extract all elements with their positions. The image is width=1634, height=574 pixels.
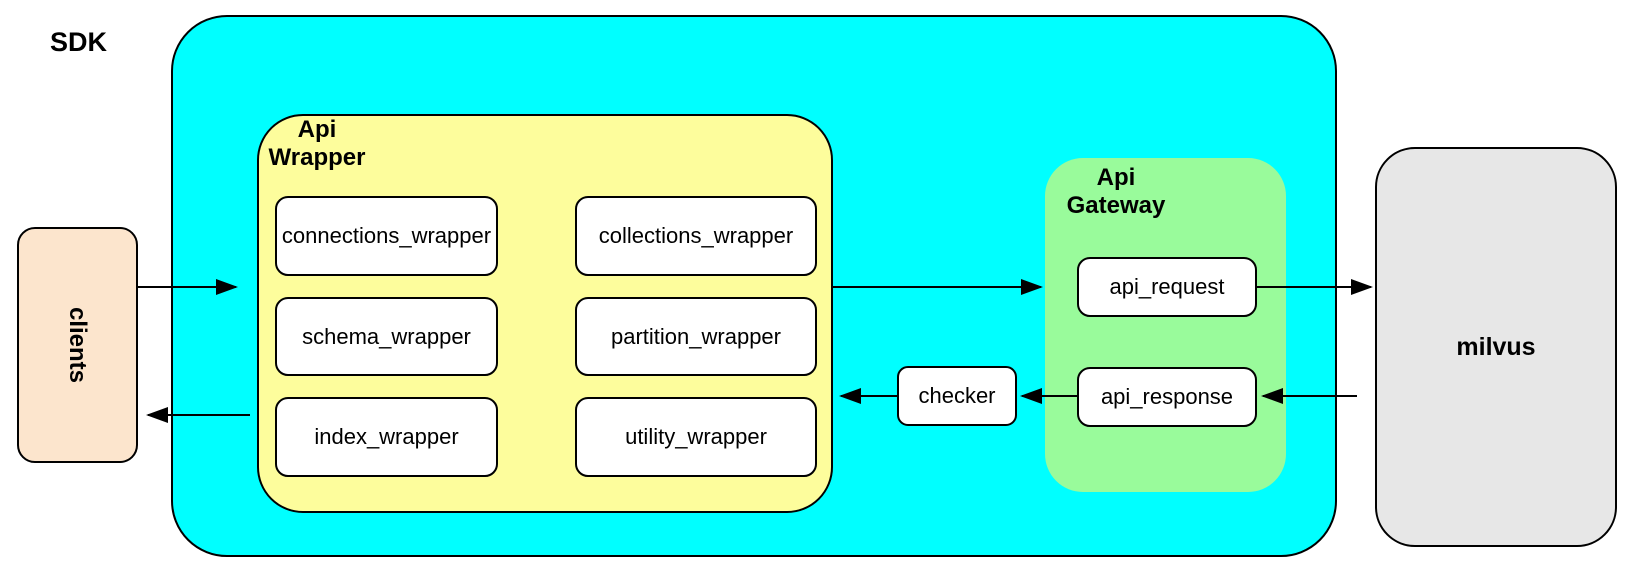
module-api-request: api_request [1077, 257, 1257, 317]
module-partition-wrapper: partition_wrapper [575, 297, 817, 376]
module-schema-wrapper: schema_wrapper [275, 297, 498, 376]
module-connections-wrapper: connections_wrapper [275, 196, 498, 276]
api-wrapper-label: Api Wrapper [268, 116, 366, 172]
module-collections-wrapper: collections_wrapper [575, 196, 817, 276]
milvus-label: milvus [1456, 332, 1536, 361]
module-checker: checker [897, 366, 1017, 426]
clients-label: clients [64, 306, 92, 384]
sdk-label: SDK [50, 27, 108, 57]
module-api-response: api_response [1077, 367, 1257, 427]
module-utility-wrapper: utility_wrapper [575, 397, 817, 477]
module-index-wrapper: index_wrapper [275, 397, 498, 477]
node-clients: clients [17, 227, 138, 463]
container-api-gateway [1045, 158, 1286, 492]
node-milvus: milvus [1375, 147, 1617, 547]
api-gateway-label: Api Gateway [1066, 164, 1166, 220]
